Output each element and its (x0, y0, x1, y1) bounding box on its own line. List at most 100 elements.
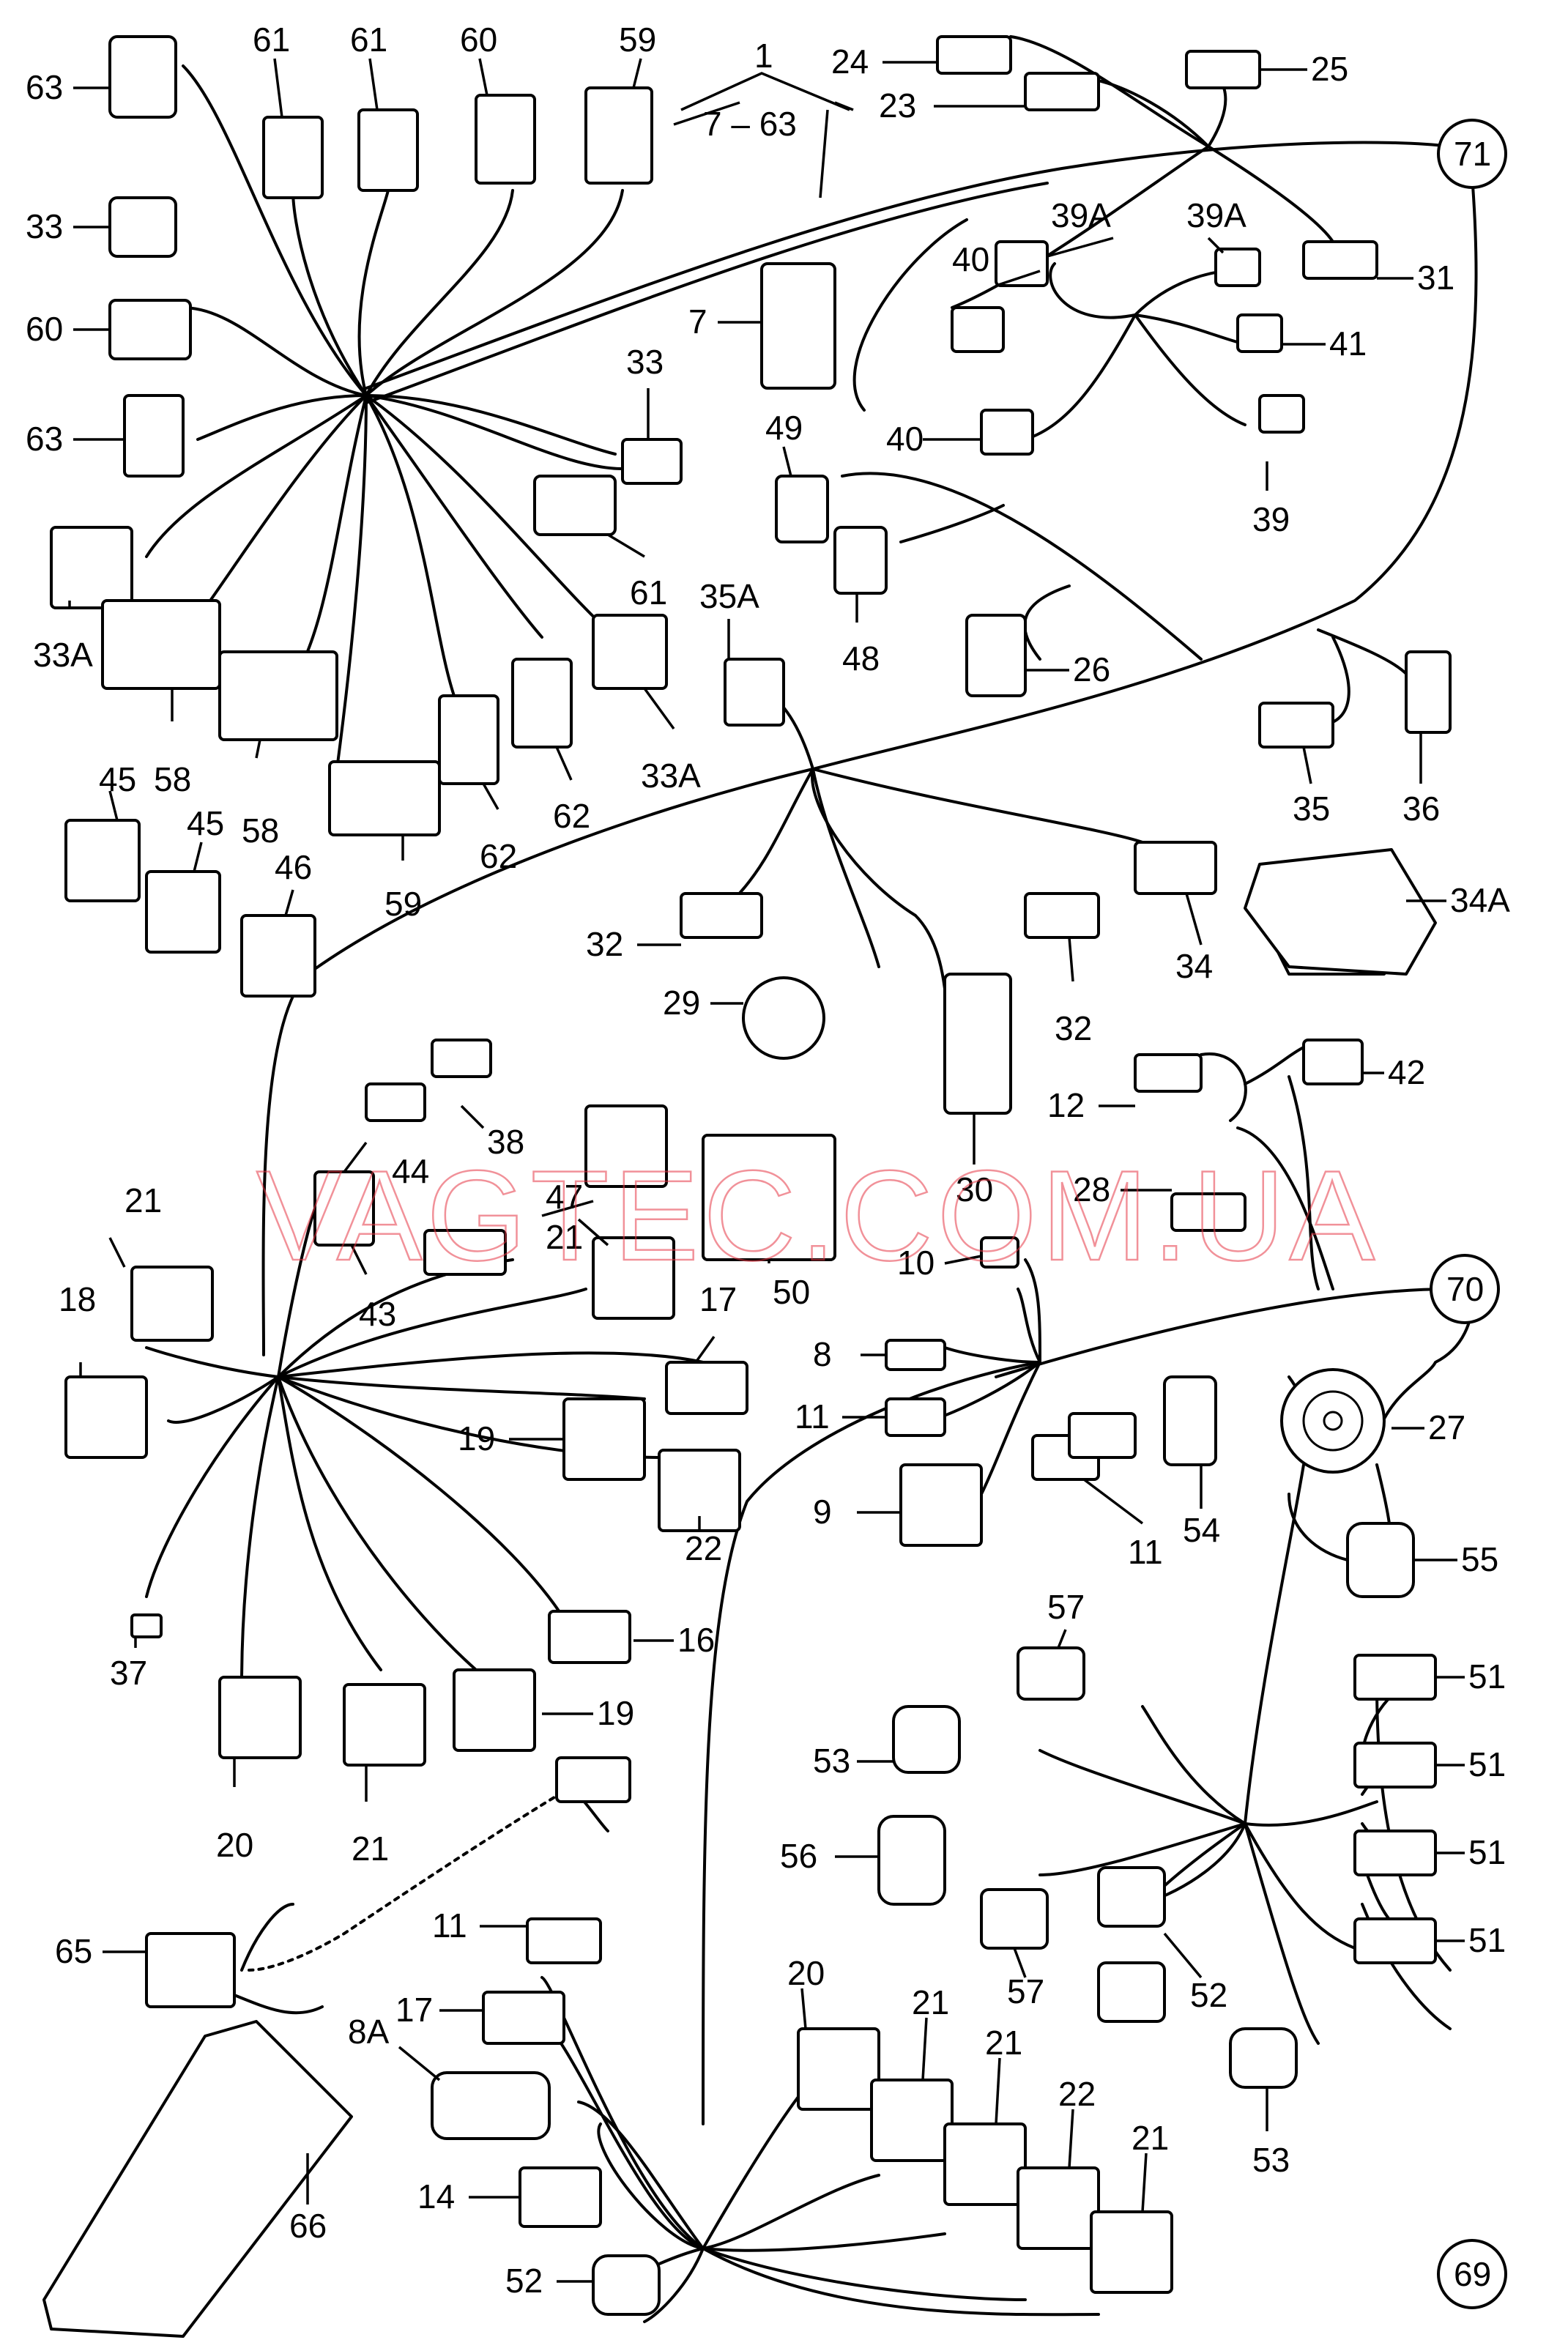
part-label: 53 (1252, 2141, 1290, 2179)
callout-labels: 71 70 69 (1446, 135, 1491, 2293)
part-label: 39 (1252, 500, 1290, 538)
part-label: 21 (125, 1181, 162, 1219)
part-label: 55 (1461, 1540, 1498, 1578)
part-label: 22 (1058, 2075, 1096, 2113)
part-label: 33 (626, 343, 664, 381)
connector-shapes (42, 35, 1452, 2338)
part-label: 46 (275, 848, 312, 886)
part-label: 34A (1450, 881, 1510, 919)
part-label: 52 (1190, 1976, 1227, 2014)
callout-circle-71 (1437, 119, 1507, 189)
part-label: 39A (1051, 196, 1111, 234)
callout-circles (1430, 119, 1507, 2309)
part-labels: 63 61 61 60 59 24 23 25 33 60 63 33A 58 … (26, 21, 1510, 2300)
part-label: 44 (392, 1152, 429, 1190)
part-label: 57 (1047, 1588, 1085, 1626)
leader-lines (68, 58, 1465, 2283)
part-label: 43 (359, 1295, 396, 1333)
part-label: 32 (586, 925, 623, 963)
part-label: 30 (956, 1170, 993, 1208)
part-label: 40 (952, 240, 989, 278)
part-label: 65 (55, 1932, 92, 1970)
part-label: 21 (985, 2024, 1022, 2062)
part-label: 62 (480, 837, 517, 875)
part-label: 14 (417, 2177, 455, 2215)
part-label: 63 (26, 68, 63, 106)
part-label: 20 (787, 1954, 825, 1992)
part-label: 59 (384, 885, 422, 923)
part-label: 57 (1007, 1972, 1044, 2010)
part-label: 35 (1293, 790, 1330, 828)
part-label: 33 (26, 207, 63, 245)
part-label: 29 (663, 984, 700, 1022)
callout-label-70: 70 (1446, 1270, 1484, 1308)
wiring-harness-lines (145, 35, 1478, 2323)
part-label: 23 (879, 86, 916, 125)
part-label: 42 (1388, 1053, 1425, 1091)
part-label: 63 (26, 420, 63, 458)
callout-circle-69 (1437, 2239, 1507, 2309)
part-label: 19 (597, 1694, 634, 1732)
part-label: 58 (154, 760, 191, 798)
part-label: 62 (553, 797, 590, 835)
part-label: 33A (33, 636, 93, 674)
part-label: 32 (1055, 1009, 1092, 1047)
part-label: 51 (1468, 1921, 1506, 1959)
part-label: 51 (1468, 1745, 1506, 1783)
part-label: 27 (1428, 1408, 1465, 1446)
callout-label-69: 69 (1454, 2255, 1491, 2293)
part-label: 19 (458, 1419, 495, 1457)
part-label: 22 (685, 1529, 722, 1567)
part-label: 17 (699, 1280, 737, 1318)
part-label: 45 (99, 760, 136, 798)
part-label: 11 (795, 1397, 830, 1435)
part-label: 48 (842, 639, 880, 677)
part-label: 47 (546, 1178, 583, 1216)
part-label: 18 (59, 1280, 96, 1318)
part-label: 54 (1183, 1511, 1220, 1549)
part-label: 17 (395, 1991, 433, 2029)
part-label: 60 (26, 310, 63, 348)
part-label: 59 (619, 21, 656, 59)
part-label: 61 (630, 573, 667, 612)
part-label: 40 (886, 420, 924, 458)
part-label: 58 (242, 811, 279, 850)
part-label: 53 (813, 1742, 850, 1780)
part-label: 8 (813, 1335, 832, 1373)
callout-circle-70 (1430, 1254, 1500, 1324)
part-label: 61 (350, 21, 387, 59)
part-label: 25 (1311, 50, 1348, 88)
part-label: 45 (187, 804, 224, 842)
part-label: 33A (641, 757, 701, 795)
part-label: 60 (460, 21, 497, 59)
part-label: 7 (688, 302, 707, 341)
part-label: 8A (348, 2013, 390, 2051)
part-label: 61 (253, 21, 290, 59)
callout-label-71: 71 (1454, 135, 1491, 173)
part-label: 10 (897, 1244, 935, 1282)
part-label: 50 (773, 1273, 810, 1311)
part-label: 56 (780, 1837, 817, 1875)
part-label: 21 (352, 1830, 389, 1868)
part-label: 38 (487, 1123, 524, 1161)
part-label: 11 (432, 1906, 467, 1945)
part-label: 39A (1186, 196, 1246, 234)
part-label: 21 (912, 1983, 949, 2021)
group-range: 7 – 63 (703, 105, 797, 143)
part-label: 52 (505, 2262, 543, 2300)
part-label: 51 (1468, 1657, 1506, 1695)
part-label: 16 (677, 1621, 715, 1659)
part-label: 35A (699, 577, 759, 615)
group-number: 1 (754, 37, 773, 75)
part-label: 51 (1468, 1833, 1506, 1871)
part-label: 12 (1047, 1086, 1085, 1124)
part-label: 41 (1329, 324, 1367, 363)
part-label: 21 (1132, 2119, 1169, 2157)
part-label: 49 (765, 409, 803, 447)
part-label: 21 (546, 1218, 583, 1256)
part-label: 24 (831, 42, 869, 81)
part-label: 34 (1175, 947, 1213, 985)
part-label: 37 (110, 1654, 147, 1692)
part-label: 28 (1073, 1170, 1110, 1208)
